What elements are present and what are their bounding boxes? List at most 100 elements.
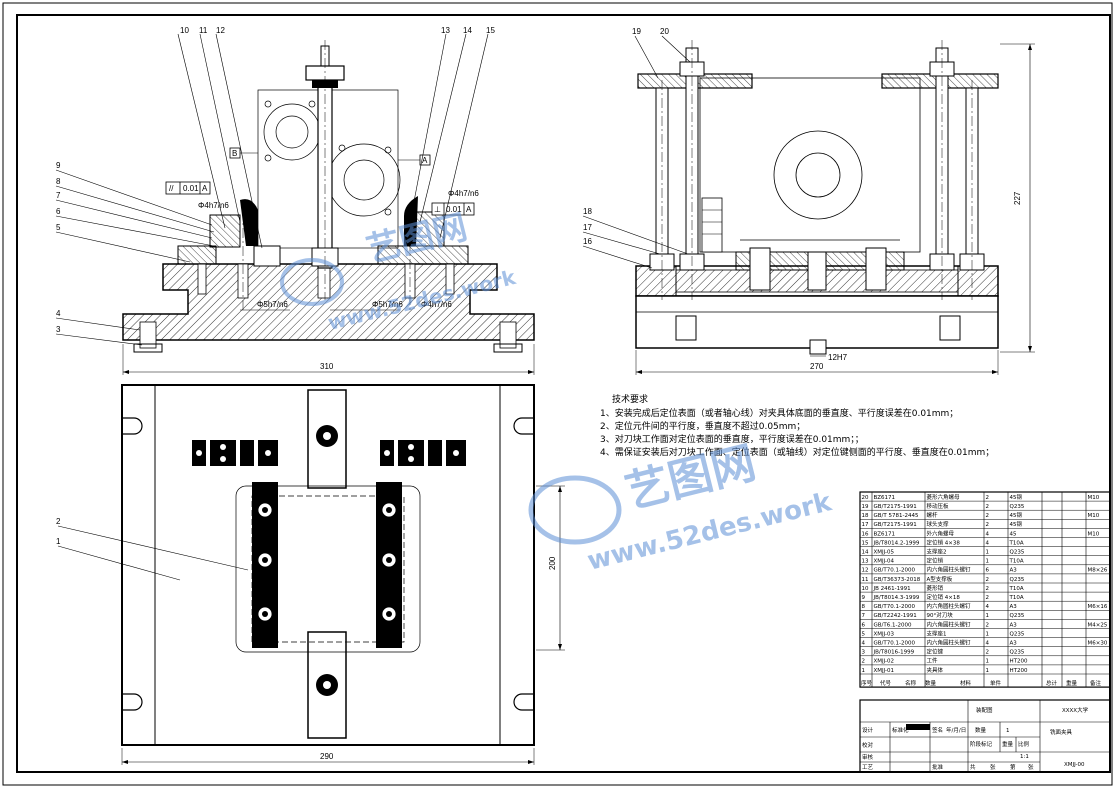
- bom-cell-mat: 45钢: [1010, 511, 1023, 519]
- bom-cell-mat: A3: [1010, 604, 1018, 610]
- bom-cell-mat: Q235: [1010, 550, 1025, 556]
- bom-cell-mat: A3: [1010, 622, 1018, 628]
- bom-cell-mat: Q235: [1010, 631, 1025, 637]
- bom-cell-mat: Q235: [1010, 504, 1025, 510]
- callout-9: 9: [56, 161, 61, 170]
- fit-label-4: Φ5h7/n6: [372, 300, 403, 309]
- tol-right-value: 0.01: [446, 205, 462, 214]
- tb-sign: 签名: [932, 726, 943, 734]
- bom-cell-mat: Q235: [1010, 613, 1025, 619]
- bom-cell-note: M10: [1088, 531, 1100, 537]
- bom-cell-qty: 6: [986, 568, 990, 574]
- bom-cell-qty: 2: [986, 522, 990, 528]
- bom-cell-no: 11: [862, 577, 869, 583]
- tb-date: 年/月/日: [946, 726, 966, 734]
- bom-cell-name: 夹具体: [927, 666, 944, 674]
- tb-qty-label: 数量: [975, 726, 987, 734]
- bom-cell-code: BZ6171: [874, 495, 896, 501]
- bom-cell-code: JB 2461-1991: [873, 586, 911, 592]
- tb-total: 共: [970, 763, 976, 771]
- tech-item-1: 1、安装完成后定位表面（或者轴心线）对夹具体底面的垂直度、平行度误差在0.01m…: [600, 407, 958, 419]
- bom-header-cell: 备注: [1090, 679, 1102, 687]
- fit-label-1: Φ4h7/n6: [198, 201, 229, 210]
- bom-cell-mat: 45: [1010, 531, 1017, 537]
- bom-cell-qty: 1: [986, 668, 990, 674]
- dim-227: 227: [1013, 191, 1022, 205]
- bom-cell-note: M4×25: [1088, 622, 1108, 628]
- bom-cell-qty: 4: [986, 531, 990, 537]
- bom-cell-code: GB/T6.1-2000: [874, 622, 912, 628]
- callout-14: 14: [463, 26, 472, 35]
- bom-cell-code: JB/T8014.2-1999: [873, 540, 920, 546]
- bom-cell-qty: 2: [986, 495, 990, 501]
- tb-stage: 阶段标记: [970, 740, 993, 748]
- bom-cell-mat: A3: [1010, 641, 1018, 647]
- fit-label-3: Φ5h7/n6: [257, 300, 288, 309]
- bom-cell-name: 支撑座1: [927, 629, 947, 637]
- callout-6: 6: [56, 207, 61, 216]
- watermark-url-2: www.52des.work: [584, 487, 835, 577]
- callout-5: 5: [56, 223, 61, 232]
- tol-left-datum: A: [202, 184, 208, 193]
- bom-cell-no: 18: [862, 513, 869, 519]
- bom-cell-qty: 4: [986, 604, 990, 610]
- tol-right-symbol: ⊥: [434, 205, 441, 214]
- tb-approve: 批准: [932, 763, 944, 771]
- dim-290: 290: [320, 752, 334, 761]
- bom-cell-mat: A3: [1010, 568, 1018, 574]
- tb-drawing: 装配图: [976, 706, 993, 714]
- bom-cell-qty: 1: [986, 613, 990, 619]
- bom-cell-code: XMJJ-02: [874, 659, 895, 665]
- bom-cell-name: 球头支撑: [927, 520, 950, 528]
- bom-cell-mat: T10A: [1009, 540, 1024, 546]
- bom-cell-code: GB/T36373-2018: [874, 577, 921, 583]
- bom-cell-no: 9: [862, 595, 866, 601]
- bom-cell-no: 17: [862, 522, 869, 528]
- bom-cell-qty: 1: [986, 559, 990, 565]
- tech-item-2: 2、定位元件间的平行度，垂直度不超过0.05mm；: [600, 420, 805, 432]
- bom-cell-no: 4: [862, 641, 866, 647]
- tech-item-4: 4、需保证安装后对刀块工作面、定位表面（或轴线）对定位键侧面的平行度、垂直度在0…: [600, 446, 994, 458]
- bom-cell-qty: 4: [986, 540, 990, 546]
- callout-11: 11: [199, 26, 208, 35]
- bom-cell-mat: 45钢: [1010, 493, 1023, 501]
- bom-cell-name: 支撑座2: [927, 548, 947, 556]
- bom-cell-qty: 2: [986, 622, 990, 628]
- callout-10: 10: [180, 26, 189, 35]
- callout-1: 1: [56, 537, 61, 546]
- tb-product: 铣面夹具: [1050, 728, 1073, 736]
- front-view: // 0.01 A ⊥ 0.01 A B A: [55, 26, 535, 375]
- bom-cell-note: M10: [1088, 495, 1100, 501]
- bom-cell-mat: HT200: [1010, 659, 1028, 665]
- tb-review: 审核: [862, 753, 874, 761]
- bom-cell-qty: 2: [986, 595, 990, 601]
- bom-header-cell: 代号: [880, 679, 892, 687]
- bom-cell-name: A型支撑板: [927, 575, 953, 583]
- tol-left-value: 0.01: [183, 184, 199, 193]
- bom-cell-code: XMJJ-04: [874, 559, 895, 565]
- bom-header-cell: 材料: [960, 679, 972, 687]
- bom-cell-note: M6×16: [1088, 604, 1108, 610]
- callout-16: 16: [583, 237, 592, 246]
- bom-header-cell: 数量: [925, 679, 937, 687]
- bom-cell-name: 内六角圆柱头螺钉: [927, 566, 972, 574]
- bom-cell-qty: 1: [986, 631, 990, 637]
- bom-cell-code: GB/T2242-1991: [874, 613, 917, 619]
- bom-cell-qty: 2: [986, 513, 990, 519]
- inner-border: [16, 14, 1111, 773]
- bom-cell-mat: T10A: [1009, 559, 1024, 565]
- callout-18: 18: [583, 207, 592, 216]
- tb-weight: 重量: [1002, 740, 1014, 748]
- bom-cell-code: XMJJ-01: [874, 668, 895, 674]
- callout-20: 20: [660, 27, 669, 36]
- bom-header-cell: 总计: [1046, 679, 1058, 687]
- bom-cell-no: 6: [862, 622, 866, 628]
- bom-cell-qty: 2: [986, 504, 990, 510]
- callout-8: 8: [56, 177, 61, 186]
- bom-cell-name: 定位销 4×38: [927, 538, 961, 546]
- tol-right-datum: A: [466, 205, 472, 214]
- bom-cell-code: GB/T2175-1991: [874, 522, 917, 528]
- technical-requirements: 技术要求 1、安装完成后定位表面（或者轴心线）对夹具体底面的垂直度、平行度误差在…: [600, 393, 994, 458]
- bom-header-cell: 重量: [1066, 679, 1078, 687]
